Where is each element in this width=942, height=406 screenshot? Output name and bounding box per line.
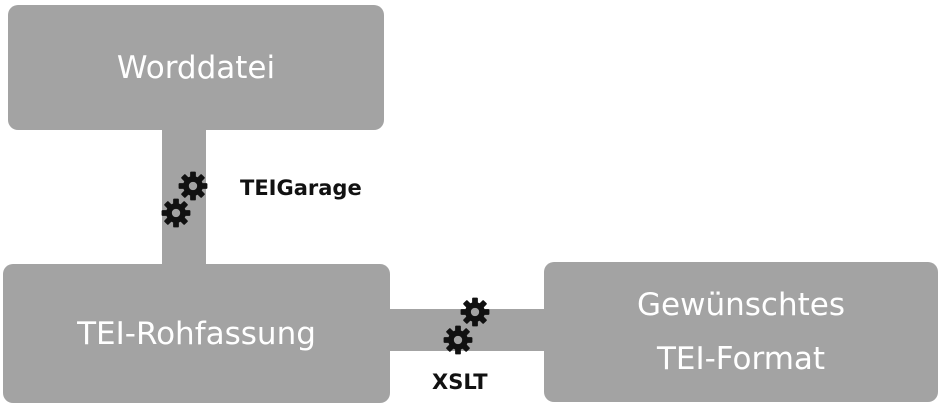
step-label-xslt: XSLT [432,370,488,394]
gear-icon [161,198,191,228]
gear-icon [443,325,473,355]
target-box-label-line1: Gewünschtes [637,287,845,323]
vertical-connector [162,125,206,270]
intermediate-box-tei-rohfassung: TEI-Rohfassung [3,264,390,403]
source-box-label: Worddatei [116,49,276,86]
source-box-worddatei: Worddatei [8,5,384,130]
gear-icon [178,171,208,201]
step-label-teigarage: TEIGarage [240,176,362,200]
intermediate-box-label: TEI-Rohfassung [77,315,316,352]
target-box-tei-format: Gewünschtes TEI-Format [544,262,938,402]
gear-icon [460,297,490,327]
target-box-label-line2: TEI-Format [656,341,826,377]
